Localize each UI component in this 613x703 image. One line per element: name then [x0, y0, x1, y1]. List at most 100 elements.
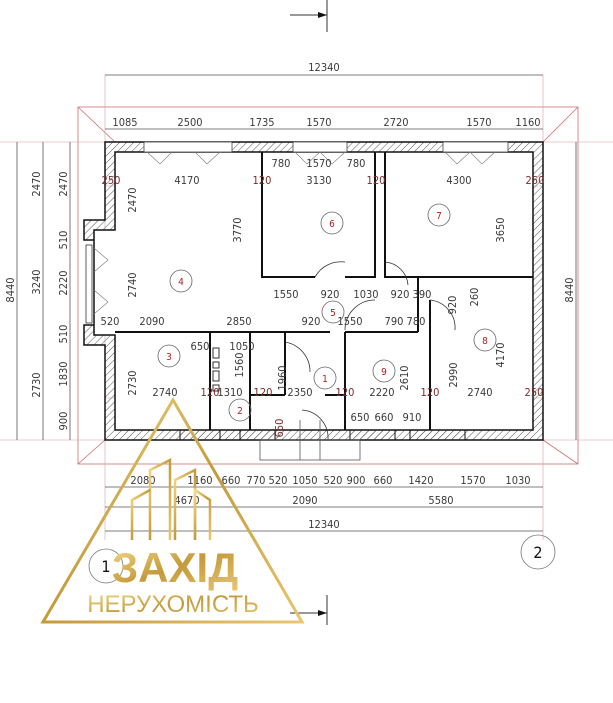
overall-height-right: 8440 — [563, 277, 576, 302]
svg-text:1160: 1160 — [515, 116, 540, 129]
svg-text:4300: 4300 — [446, 174, 471, 187]
svg-text:1830: 1830 — [57, 361, 70, 386]
window-swings — [93, 151, 496, 315]
svg-text:2090: 2090 — [292, 494, 317, 507]
watermark-subtitle: НЕРУХОМІСТЬ — [87, 591, 259, 618]
svg-text:2990: 2990 — [447, 362, 460, 387]
svg-text:5: 5 — [330, 308, 336, 319]
svg-text:900: 900 — [347, 474, 366, 487]
svg-text:1570: 1570 — [460, 474, 485, 487]
svg-text:2470: 2470 — [30, 171, 43, 196]
svg-text:120: 120 — [336, 386, 355, 399]
svg-text:910: 910 — [403, 411, 422, 424]
svg-text:520: 520 — [101, 315, 120, 328]
svg-text:4170: 4170 — [174, 174, 199, 187]
interior-walls — [115, 152, 533, 430]
axis-marker-2: 2 — [520, 534, 556, 570]
svg-text:920: 920 — [391, 288, 410, 301]
svg-text:5580: 5580 — [428, 494, 453, 507]
bottom-dim-labels-row2: 4670 2090 5580 — [174, 494, 453, 507]
bottom-dim-labels-row1: 2080 1160 660 770 520 1050 520 900 660 1… — [130, 474, 530, 487]
svg-text:4: 4 — [178, 277, 184, 288]
svg-text:1960: 1960 — [276, 365, 289, 390]
svg-text:2080: 2080 — [130, 474, 155, 487]
svg-text:2740: 2740 — [152, 386, 177, 399]
svg-text:2500: 2500 — [177, 116, 202, 129]
svg-text:1050: 1050 — [229, 340, 254, 353]
svg-text:660: 660 — [222, 474, 241, 487]
svg-text:1735: 1735 — [249, 116, 274, 129]
svg-text:920: 920 — [302, 315, 321, 328]
svg-text:3770: 3770 — [231, 217, 244, 242]
svg-text:2220: 2220 — [57, 270, 70, 295]
svg-text:1030: 1030 — [353, 288, 378, 301]
svg-text:2220: 2220 — [369, 386, 394, 399]
svg-text:1420: 1420 — [408, 474, 433, 487]
svg-text:2740: 2740 — [126, 272, 139, 297]
svg-text:1560: 1560 — [233, 352, 246, 377]
axis-marker-1: 1 — [88, 548, 124, 584]
top-windows — [143, 141, 509, 153]
svg-text:260: 260 — [468, 288, 481, 307]
svg-text:120: 120 — [253, 174, 272, 187]
svg-text:510: 510 — [57, 231, 70, 250]
svg-text:2730: 2730 — [126, 370, 139, 395]
svg-text:250: 250 — [525, 386, 544, 399]
overall-width-label: 12340 — [308, 61, 339, 74]
svg-text:2470: 2470 — [126, 187, 139, 212]
buildings-icon — [130, 457, 212, 540]
bottom-piers — [179, 429, 466, 441]
svg-text:7: 7 — [436, 211, 442, 222]
svg-text:780: 780 — [347, 157, 366, 170]
svg-text:390: 390 — [413, 288, 432, 301]
left-inner-labels: 2470 510 2220 510 1830 900 — [57, 171, 70, 430]
svg-text:1: 1 — [322, 374, 328, 385]
svg-text:2720: 2720 — [383, 116, 408, 129]
svg-text:4670: 4670 — [174, 494, 199, 507]
svg-text:660: 660 — [375, 411, 394, 424]
svg-text:1570: 1570 — [306, 116, 331, 129]
svg-text:780: 780 — [272, 157, 291, 170]
svg-text:2: 2 — [533, 543, 542, 562]
svg-text:2730: 2730 — [30, 372, 43, 397]
svg-text:1030: 1030 — [505, 474, 530, 487]
bottom-total-label: 12340 — [308, 518, 339, 531]
svg-text:120: 120 — [367, 174, 386, 187]
svg-text:1570: 1570 — [306, 157, 331, 170]
door-swings — [284, 261, 456, 441]
svg-text:3650: 3650 — [494, 217, 507, 242]
svg-text:650: 650 — [273, 419, 286, 438]
svg-text:2090: 2090 — [139, 315, 164, 328]
svg-text:1085: 1085 — [112, 116, 137, 129]
svg-text:120: 120 — [421, 386, 440, 399]
svg-text:1310: 1310 — [217, 386, 242, 399]
watermark-logo: ЗАХІД НЕРУХОМІСТЬ — [40, 397, 305, 624]
svg-text:920: 920 — [446, 296, 459, 315]
room-markers: 1 2 3 4 5 6 7 8 9 — [157, 203, 497, 422]
svg-text:520: 520 — [269, 474, 288, 487]
svg-text:900: 900 — [57, 412, 70, 431]
inner-top-dim-labels: 4170 250 120 780 1570 780 3130 120 4300 … — [102, 157, 545, 187]
svg-text:250: 250 — [526, 174, 545, 187]
svg-text:2850: 2850 — [226, 315, 251, 328]
svg-text:790: 790 — [385, 315, 404, 328]
svg-text:3: 3 — [166, 352, 172, 363]
watermark-title: ЗАХІД — [112, 544, 238, 591]
svg-text:770: 770 — [247, 474, 266, 487]
corridor-dim-labels: 1550 920 1030 920 390 520 2090 2850 920 … — [101, 288, 432, 328]
svg-text:1550: 1550 — [337, 315, 362, 328]
svg-text:1050: 1050 — [292, 474, 317, 487]
svg-text:4170: 4170 — [494, 342, 507, 367]
left-dimensions — [16, 142, 71, 440]
svg-text:2740: 2740 — [467, 386, 492, 399]
svg-text:9: 9 — [381, 367, 387, 378]
bath-fixtures — [212, 347, 220, 392]
svg-text:6: 6 — [329, 219, 335, 230]
wc-dim-labels: 650 1050 — [191, 340, 255, 353]
svg-text:120: 120 — [254, 386, 273, 399]
svg-text:120: 120 — [201, 386, 220, 399]
svg-text:780: 780 — [407, 315, 426, 328]
svg-text:510: 510 — [57, 325, 70, 344]
bottom-row-dim-labels: 2740 120 1310 120 2350 120 2220 120 2740… — [152, 386, 543, 424]
